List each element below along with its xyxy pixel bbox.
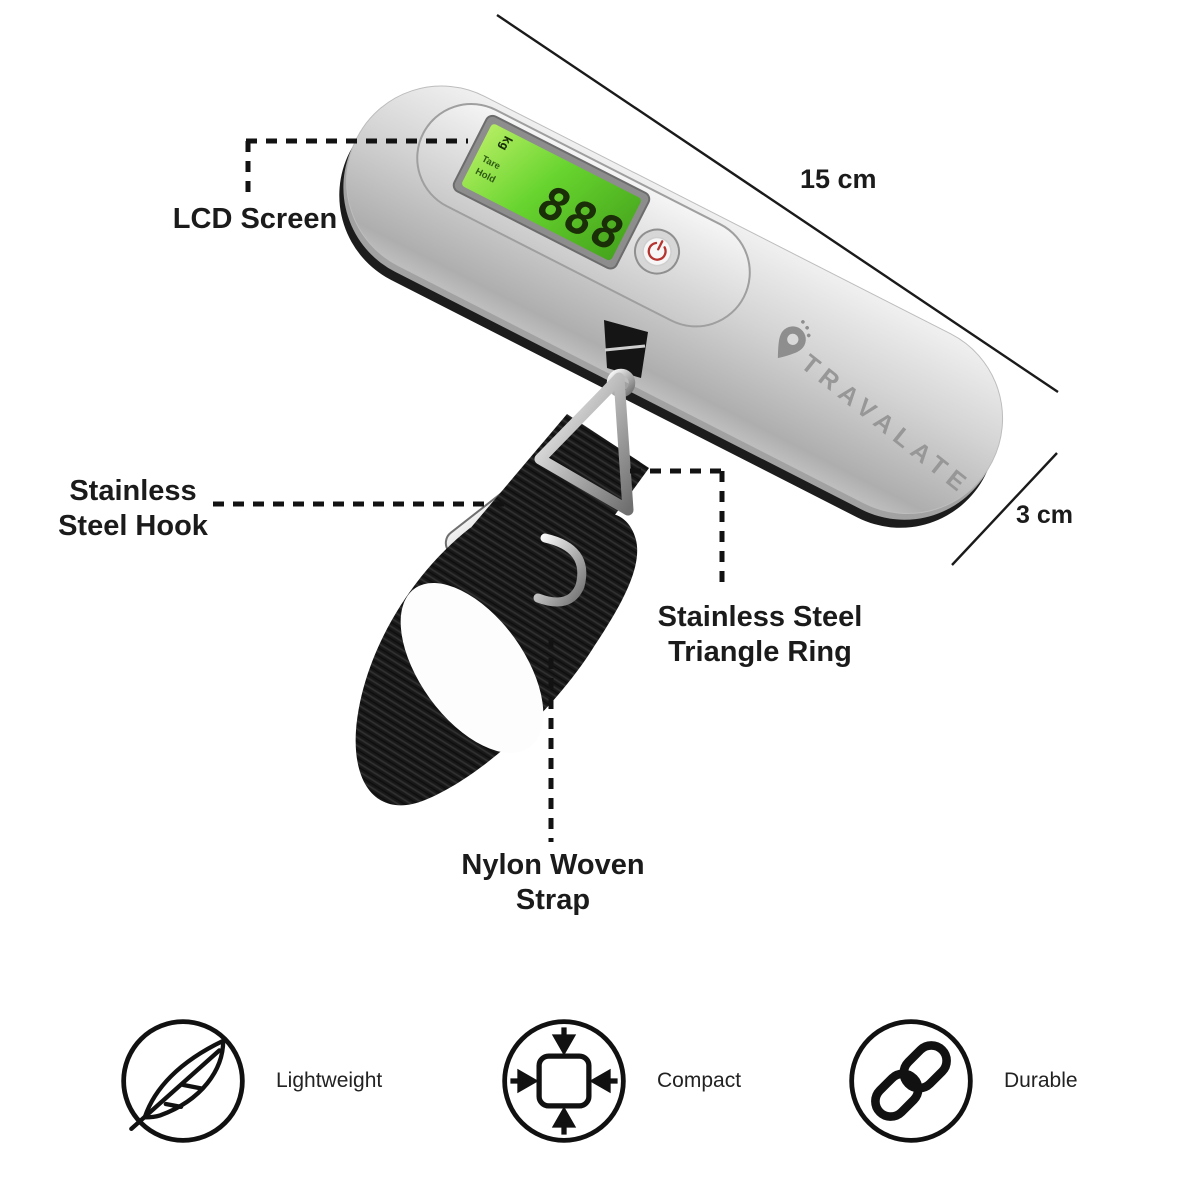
lcd-unit: kg: [496, 134, 515, 153]
feature-label: Compact: [657, 1069, 742, 1092]
callout-label-hook: Stainless Steel Hook: [28, 474, 238, 545]
location-pin-icon: [777, 320, 811, 359]
buckle-tongue: [533, 533, 587, 607]
power-button: [634, 228, 681, 275]
feature-label: Lightweight: [276, 1069, 383, 1092]
feather-icon: [121, 1019, 245, 1143]
dimension-label-width: 3 cm: [1016, 501, 1073, 529]
feature-durable: Durable: [844, 1014, 1078, 1148]
callout-lines: [213, 138, 725, 842]
callout-label-hook-line1: Stainless: [69, 475, 197, 507]
dimension-line-width: [951, 452, 1058, 566]
callout-label-ring-line2: Triangle Ring: [668, 636, 852, 669]
feature-compact: Compact: [497, 1014, 741, 1148]
triangle-ring: [534, 372, 634, 516]
chain-link-icon: [849, 1019, 973, 1143]
callout-label-hook-line2: Steel Hook: [58, 510, 208, 543]
callout-label-lcd: LCD Screen: [172, 203, 338, 235]
dimension-line-length: [496, 14, 1059, 393]
power-icon: [647, 240, 667, 261]
callout-label-strap-line2: Strap: [515, 884, 591, 917]
feature-lightweight: Lightweight: [116, 1014, 382, 1148]
compact-icon: [502, 1019, 626, 1143]
callout-label-strap-line1: Nylon Woven: [461, 849, 645, 881]
dimension-label-length: 15 cm: [800, 164, 877, 194]
luggage-scale-body: 888 kg Tare Hold TRAVALATE: [339, 85, 1004, 528]
lcd-screen: [462, 124, 641, 261]
callout-label-strap: Nylon Woven Strap: [433, 848, 673, 919]
callout-label-triangle-ring: Stainless Steel Triangle Ring: [628, 600, 892, 671]
callout-label-ring-line1: Stainless Steel: [657, 601, 863, 633]
feature-label: Durable: [1004, 1069, 1078, 1092]
strap-loop-opening: [400, 583, 544, 753]
